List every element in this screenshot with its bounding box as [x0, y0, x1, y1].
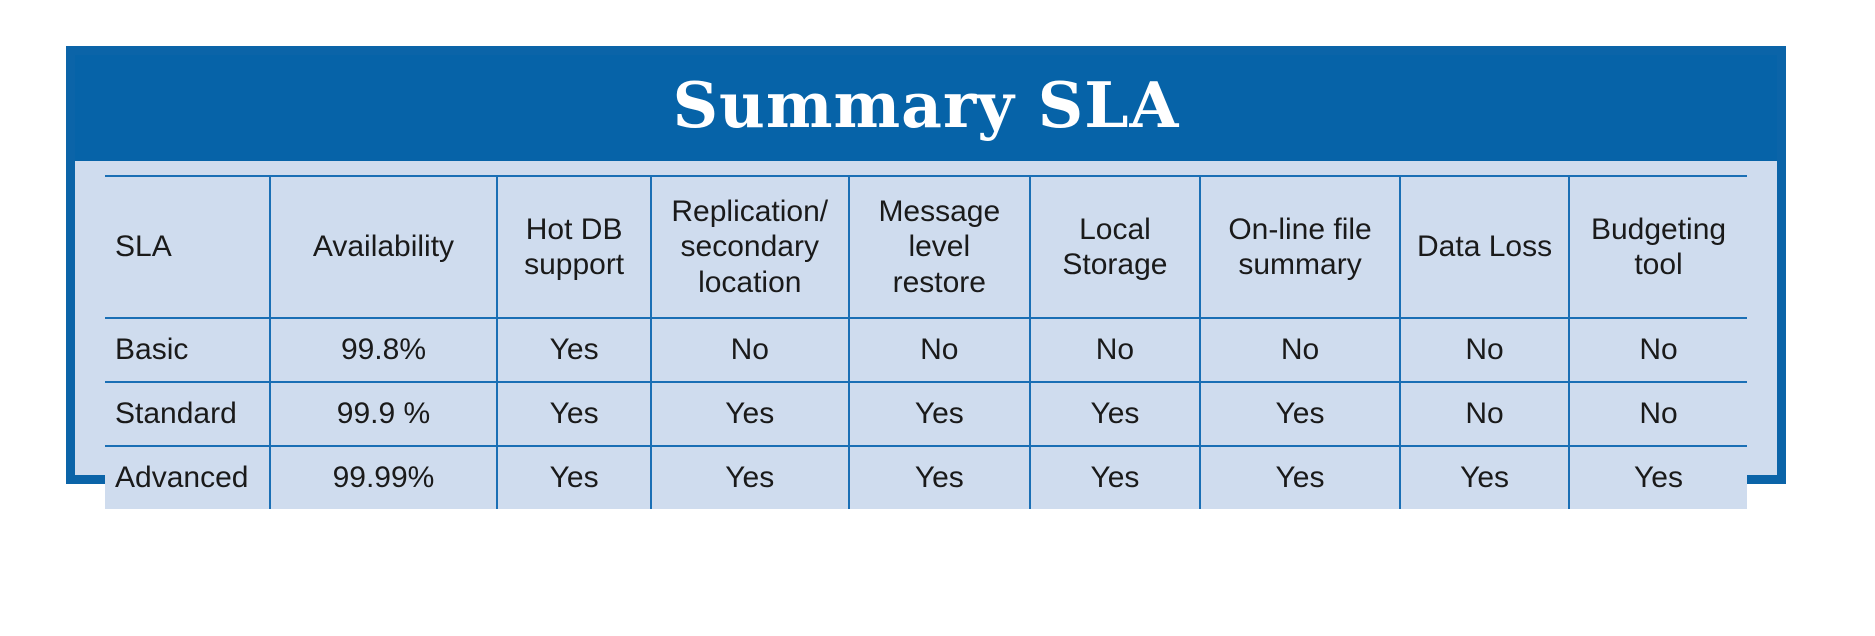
cell-hot-db-support: Yes	[496, 317, 651, 383]
column-header-budgeting-tool: Budgeting tool	[1568, 175, 1747, 319]
cell-sla: Basic	[105, 317, 270, 383]
cell-message-level-restore: No	[847, 317, 1030, 383]
cell-budgeting-tool: No	[1568, 317, 1747, 383]
header-line: On-line file	[1228, 212, 1372, 246]
summary-sla-figure: Summary SLA SLA Availability Hot DB s	[66, 46, 1786, 509]
column-header-local-storage: Local Storage	[1028, 175, 1200, 319]
column-header-replication-secondary-location: Replication/ secondary location	[649, 175, 849, 319]
cell-sla: Advanced	[105, 445, 270, 509]
table-header-row: SLA Availability Hot DB support Replicat…	[105, 175, 1747, 319]
cell-replication-secondary-location: No	[649, 317, 849, 383]
table-row: Standard 99.9 % Yes Yes Yes Yes Yes No N…	[105, 381, 1747, 447]
header-line: Local	[1079, 212, 1151, 246]
header-line: restore	[892, 265, 986, 299]
cell-message-level-restore: Yes	[847, 381, 1030, 447]
cell-hot-db-support: Yes	[496, 445, 651, 509]
header-line: Budgeting	[1590, 212, 1727, 246]
cell-data-loss: Yes	[1399, 445, 1570, 509]
header-line: location	[698, 265, 802, 299]
page-title: Summary SLA	[672, 67, 1180, 142]
column-header-sla: SLA	[105, 175, 270, 319]
cell-sla: Standard	[105, 381, 270, 447]
header-line: secondary	[680, 230, 819, 264]
cell-availability: 99.99%	[268, 445, 498, 509]
table-body: Basic 99.8% Yes No No No No No No Standa…	[105, 317, 1747, 509]
cell-replication-secondary-location: Yes	[649, 445, 849, 509]
header-line: SLA	[115, 230, 172, 264]
header-line: tool	[1634, 248, 1683, 281]
figure-title-bar: Summary SLA	[75, 55, 1777, 161]
cell-online-file-summary: No	[1198, 317, 1401, 383]
cell-online-file-summary: Yes	[1198, 381, 1401, 447]
cell-replication-secondary-location: Yes	[649, 381, 849, 447]
column-header-data-loss: Data Loss	[1399, 175, 1570, 319]
table-header: SLA Availability Hot DB support Replicat…	[105, 175, 1747, 319]
cell-budgeting-tool: No	[1568, 381, 1747, 447]
header-line: Message	[878, 195, 1001, 229]
table-row: Advanced 99.99% Yes Yes Yes Yes Yes Yes …	[105, 445, 1747, 509]
table-row: Basic 99.8% Yes No No No No No No	[105, 317, 1747, 383]
cell-availability: 99.9 %	[268, 381, 498, 447]
cell-data-loss: No	[1399, 381, 1570, 447]
header-line: Storage	[1062, 248, 1168, 281]
sla-comparison-table: SLA Availability Hot DB support Replicat…	[105, 175, 1747, 509]
table-container: SLA Availability Hot DB support Replicat…	[75, 161, 1777, 509]
cell-budgeting-tool: Yes	[1568, 445, 1747, 509]
header-line: Hot DB	[525, 212, 623, 246]
cell-local-storage: No	[1028, 317, 1200, 383]
header-line: Availability	[312, 230, 455, 264]
column-header-online-file-summary: On-line file summary	[1198, 175, 1401, 319]
cell-data-loss: No	[1399, 317, 1570, 383]
cell-hot-db-support: Yes	[496, 381, 651, 447]
cell-online-file-summary: Yes	[1198, 445, 1401, 509]
header-line: Data Loss	[1417, 230, 1553, 264]
column-header-message-level-restore: Message level restore	[847, 175, 1030, 319]
header-line: level	[908, 230, 971, 264]
cell-availability: 99.8%	[268, 317, 498, 383]
column-header-hot-db-support: Hot DB support	[496, 175, 651, 319]
column-header-availability: Availability	[268, 175, 498, 319]
cell-message-level-restore: Yes	[847, 445, 1030, 509]
header-line: Replication/	[671, 195, 829, 229]
header-line: summary	[1238, 248, 1362, 281]
header-line: support	[524, 248, 625, 281]
cell-local-storage: Yes	[1028, 445, 1200, 509]
cell-local-storage: Yes	[1028, 381, 1200, 447]
